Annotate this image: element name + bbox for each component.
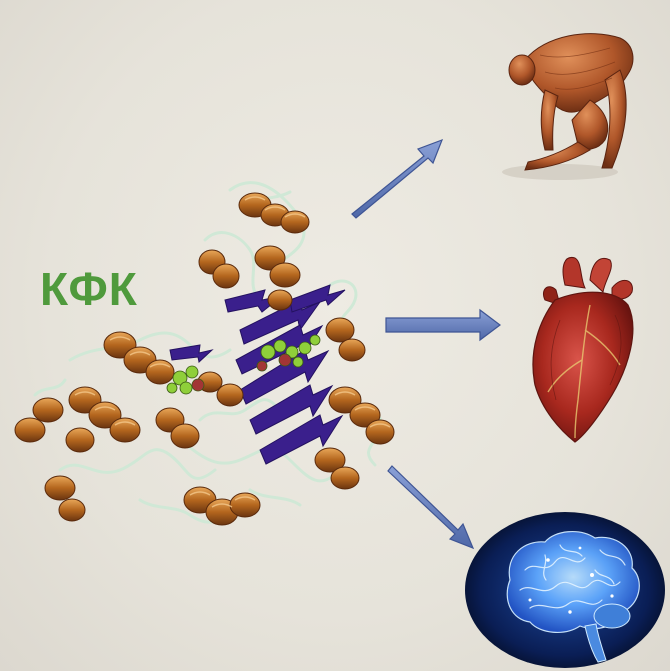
- muscle-figure-icon: [502, 34, 633, 180]
- arrow-to-heart: [386, 310, 500, 340]
- heart-icon: [533, 257, 633, 442]
- brain-icon: [465, 512, 665, 668]
- arrow-to-brain: [388, 466, 473, 548]
- arrow-to-muscle: [352, 140, 442, 218]
- protein-structure: [15, 183, 394, 525]
